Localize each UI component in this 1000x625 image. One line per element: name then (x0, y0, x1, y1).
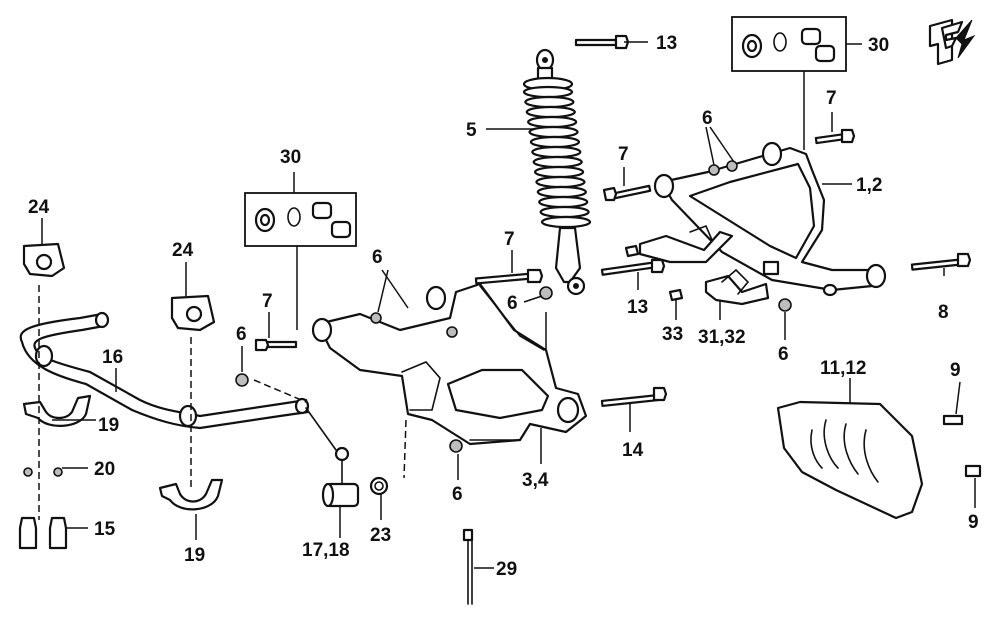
callout-23: 23 (370, 525, 391, 546)
callout-30-left: 30 (280, 147, 301, 168)
coil-winding (531, 145, 582, 159)
callout-9-bottom: 9 (968, 512, 979, 533)
callout-17-18: 17,18 (302, 540, 350, 561)
coil-winding (536, 185, 587, 199)
callout-13-mid: 13 (627, 297, 648, 318)
coil-winding (527, 115, 578, 129)
callout-3-4: 3,4 (522, 470, 549, 491)
callout-19-top: 19 (98, 415, 119, 436)
upper-control-arm (653, 141, 887, 297)
coil-winding (532, 155, 583, 169)
coil-winding (539, 205, 590, 219)
coil-winding (525, 105, 576, 119)
coil-winding (540, 215, 592, 229)
stabilizer-bar (19, 311, 310, 430)
bolt-9-top (942, 414, 964, 426)
callout-6-upperarm: 6 (372, 247, 383, 268)
stabilizer-bushing-24-mid (170, 294, 216, 332)
nuts-and-washers (23, 160, 792, 496)
stabilizer-bushing-24-left (22, 242, 66, 278)
coil-winding (538, 195, 589, 209)
coil-winding (535, 175, 586, 189)
callout-29: 29 (496, 559, 517, 580)
coil-winding (529, 135, 581, 149)
callout-14: 14 (622, 440, 644, 461)
coil-winding (524, 95, 575, 109)
callout-13-top: 13 (656, 33, 677, 54)
callout-6-right: 6 (778, 344, 789, 365)
alignment-lines (38, 285, 407, 520)
callout-8: 8 (938, 302, 949, 323)
callout-24-left: 24 (28, 197, 50, 218)
mounting-brackets-31-32 (624, 224, 770, 306)
bushing-kit-30-left (244, 172, 357, 330)
bolt-7-lowerbolt (474, 268, 544, 285)
bolt-14 (600, 386, 668, 408)
callout-11-12: 11,12 (820, 358, 867, 379)
bolt-7-left (254, 338, 298, 352)
callout-labels: 13 30 7 5 6 7 1,2 30 24 24 6 7 6 13 8 7 … (28, 33, 979, 580)
callout-33: 33 (662, 324, 683, 345)
bolt-15-right (48, 516, 68, 550)
coil-spring-windings (522, 85, 592, 229)
callout-7-mid: 7 (618, 144, 629, 165)
callout-1-2: 1,2 (856, 175, 882, 196)
brand-logo-icon (928, 18, 976, 66)
bolt-15-left (18, 516, 38, 550)
skid-plate (776, 400, 924, 520)
bolt-13-mid (600, 258, 666, 276)
leader-lines (41, 41, 976, 569)
callout-20: 20 (94, 459, 115, 480)
bolt-13-top (574, 34, 630, 50)
bushing-kit-30-right (731, 16, 862, 150)
coil-winding (528, 125, 579, 139)
stabilizer-link (305, 407, 360, 508)
callout-7-left: 7 (262, 291, 273, 312)
coil-winding (533, 165, 585, 179)
callout-5: 5 (466, 120, 477, 141)
callout-6-top: 6 (702, 108, 713, 129)
callout-9-top: 9 (950, 360, 961, 381)
bolt-9-bottom (964, 464, 982, 478)
bolt-7-right (814, 128, 856, 145)
coil-winding (522, 85, 574, 99)
callout-31-32: 31,32 (698, 327, 746, 348)
callout-24-mid: 24 (172, 240, 194, 261)
callout-7-right: 7 (826, 88, 837, 109)
callout-16: 16 (102, 347, 123, 368)
cable-tie (462, 528, 474, 605)
bolt-7-mid (602, 184, 652, 202)
callout-6-bottom: 6 (452, 484, 463, 505)
callout-15: 15 (94, 519, 116, 540)
callout-7-lowerbolt: 7 (504, 229, 515, 250)
bolt-8 (910, 252, 972, 271)
callout-6-left: 6 (236, 324, 247, 345)
stabilizer-bracket-19-top (22, 394, 92, 427)
stabilizer-bracket-19-bottom (158, 478, 224, 511)
callout-6-nutmid: 6 (507, 293, 518, 314)
lower-control-arm (311, 282, 588, 446)
callout-30-right: 30 (868, 35, 889, 56)
callout-19-bottom: 19 (184, 545, 205, 566)
